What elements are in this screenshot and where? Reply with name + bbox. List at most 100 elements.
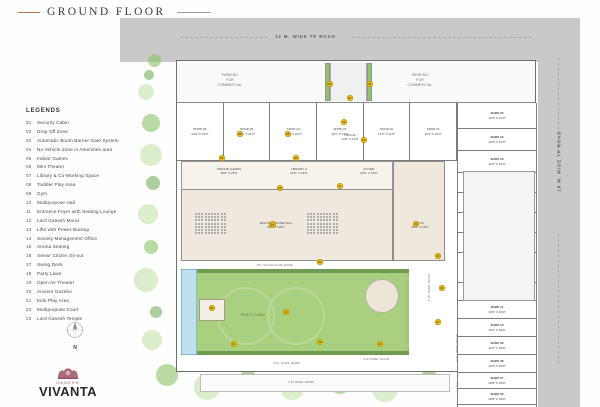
shop-name: SHOP 08 (490, 358, 504, 363)
internal-road-label-6m-a: 6 M. WIDE ROAD (427, 273, 431, 301)
marker-16[interactable]: 16 (439, 285, 445, 291)
marker-19[interactable]: 19 (317, 339, 323, 345)
seat-dot (335, 222, 338, 225)
legend-label: Ancient Gazebo (37, 288, 72, 294)
marker-12[interactable]: 12 (277, 185, 283, 191)
marker-21[interactable]: 21 (231, 341, 237, 347)
legend-number: 15 (26, 244, 32, 250)
seat-dot (195, 213, 197, 215)
marker-11[interactable]: 11 (337, 183, 343, 189)
seat-dot (195, 225, 197, 228)
tree (138, 84, 154, 100)
shop-name: SHOP 19 (490, 134, 504, 139)
entry-ramp (200, 374, 450, 392)
seat-dot (307, 213, 309, 215)
seat-dot (195, 222, 197, 225)
legend-number: 07 (26, 173, 32, 179)
legend-label: Aroma Seating (37, 244, 70, 250)
seat-dot (201, 213, 204, 215)
marker-15[interactable]: 15 (435, 253, 441, 259)
tree (156, 364, 178, 386)
marker-14[interactable]: 14 (361, 137, 367, 143)
seat-dot (322, 216, 325, 219)
road-right-dash-top (558, 58, 559, 154)
seat-dot (214, 216, 217, 219)
legend-label: Multipurpose Court (37, 306, 79, 312)
marker-17[interactable]: 17 (435, 319, 441, 325)
marker-01[interactable]: 01 (367, 81, 373, 87)
marker-07[interactable]: 07 (293, 155, 299, 161)
entry-driveway (330, 63, 367, 101)
seat-dot (313, 232, 316, 235)
marker-09[interactable]: 09 (413, 221, 419, 227)
legend-label: Automatic Boom Barrier Gate System (37, 137, 119, 143)
seat-dot (198, 225, 201, 228)
shop-unit[interactable]: SHOP 0510'0" X 40'0" (457, 405, 537, 407)
seat-dot (207, 222, 210, 225)
marker-02[interactable]: 02 (347, 95, 353, 101)
marker-06[interactable]: 06 (285, 131, 291, 137)
seat-dot (198, 219, 201, 222)
legend-label: No Vehicle Zone in Amenities area (37, 146, 113, 152)
marker-04[interactable]: 04 (317, 259, 323, 265)
legend-number: 09 (26, 191, 32, 197)
road-top-dash-right (352, 36, 532, 38)
seat-dot (316, 216, 319, 219)
shop-name: SHOP 11 (490, 304, 504, 309)
seat-dot (201, 228, 204, 231)
marker-10[interactable]: 10 (269, 221, 276, 228)
amenity-label-mini-theater: LIBRARY &22'0" X 18'0" (290, 167, 308, 176)
marker-18[interactable]: 18 (283, 309, 289, 315)
legend-label: Multipurpose Hall (37, 200, 76, 206)
marker-22[interactable]: 22 (377, 341, 383, 347)
legend-label: Open Air Theater (37, 280, 75, 286)
legend-label: Toddler Play Area (37, 182, 76, 188)
site-plan: 12 M. WIDE TP ROAD 18 M. WIDE TP ROAD (120, 18, 580, 407)
seat-dot (214, 213, 217, 215)
marker-05[interactable]: 05 (219, 155, 225, 161)
road-top-label: 12 M. WIDE TP ROAD (275, 34, 336, 39)
seat-dot (214, 219, 217, 222)
seat-dot (319, 213, 322, 215)
seat-dot (207, 213, 210, 215)
seat-dot (322, 228, 325, 231)
marker-23[interactable]: 23 (209, 305, 215, 311)
legends-title: LEGENDS (26, 108, 61, 114)
seat-dot (214, 225, 217, 228)
seat-dot (210, 216, 213, 219)
marker-08[interactable]: 08 (237, 131, 243, 137)
seat-dot (217, 228, 220, 231)
seat-dot (332, 225, 335, 228)
marker-13[interactable]: 13 (341, 119, 347, 125)
seat-dot (310, 213, 313, 215)
marker-03[interactable]: 03 (327, 81, 333, 87)
water-feature (181, 269, 197, 355)
seat-dot (322, 222, 325, 225)
tree (144, 70, 154, 80)
seat-dot (326, 225, 329, 228)
